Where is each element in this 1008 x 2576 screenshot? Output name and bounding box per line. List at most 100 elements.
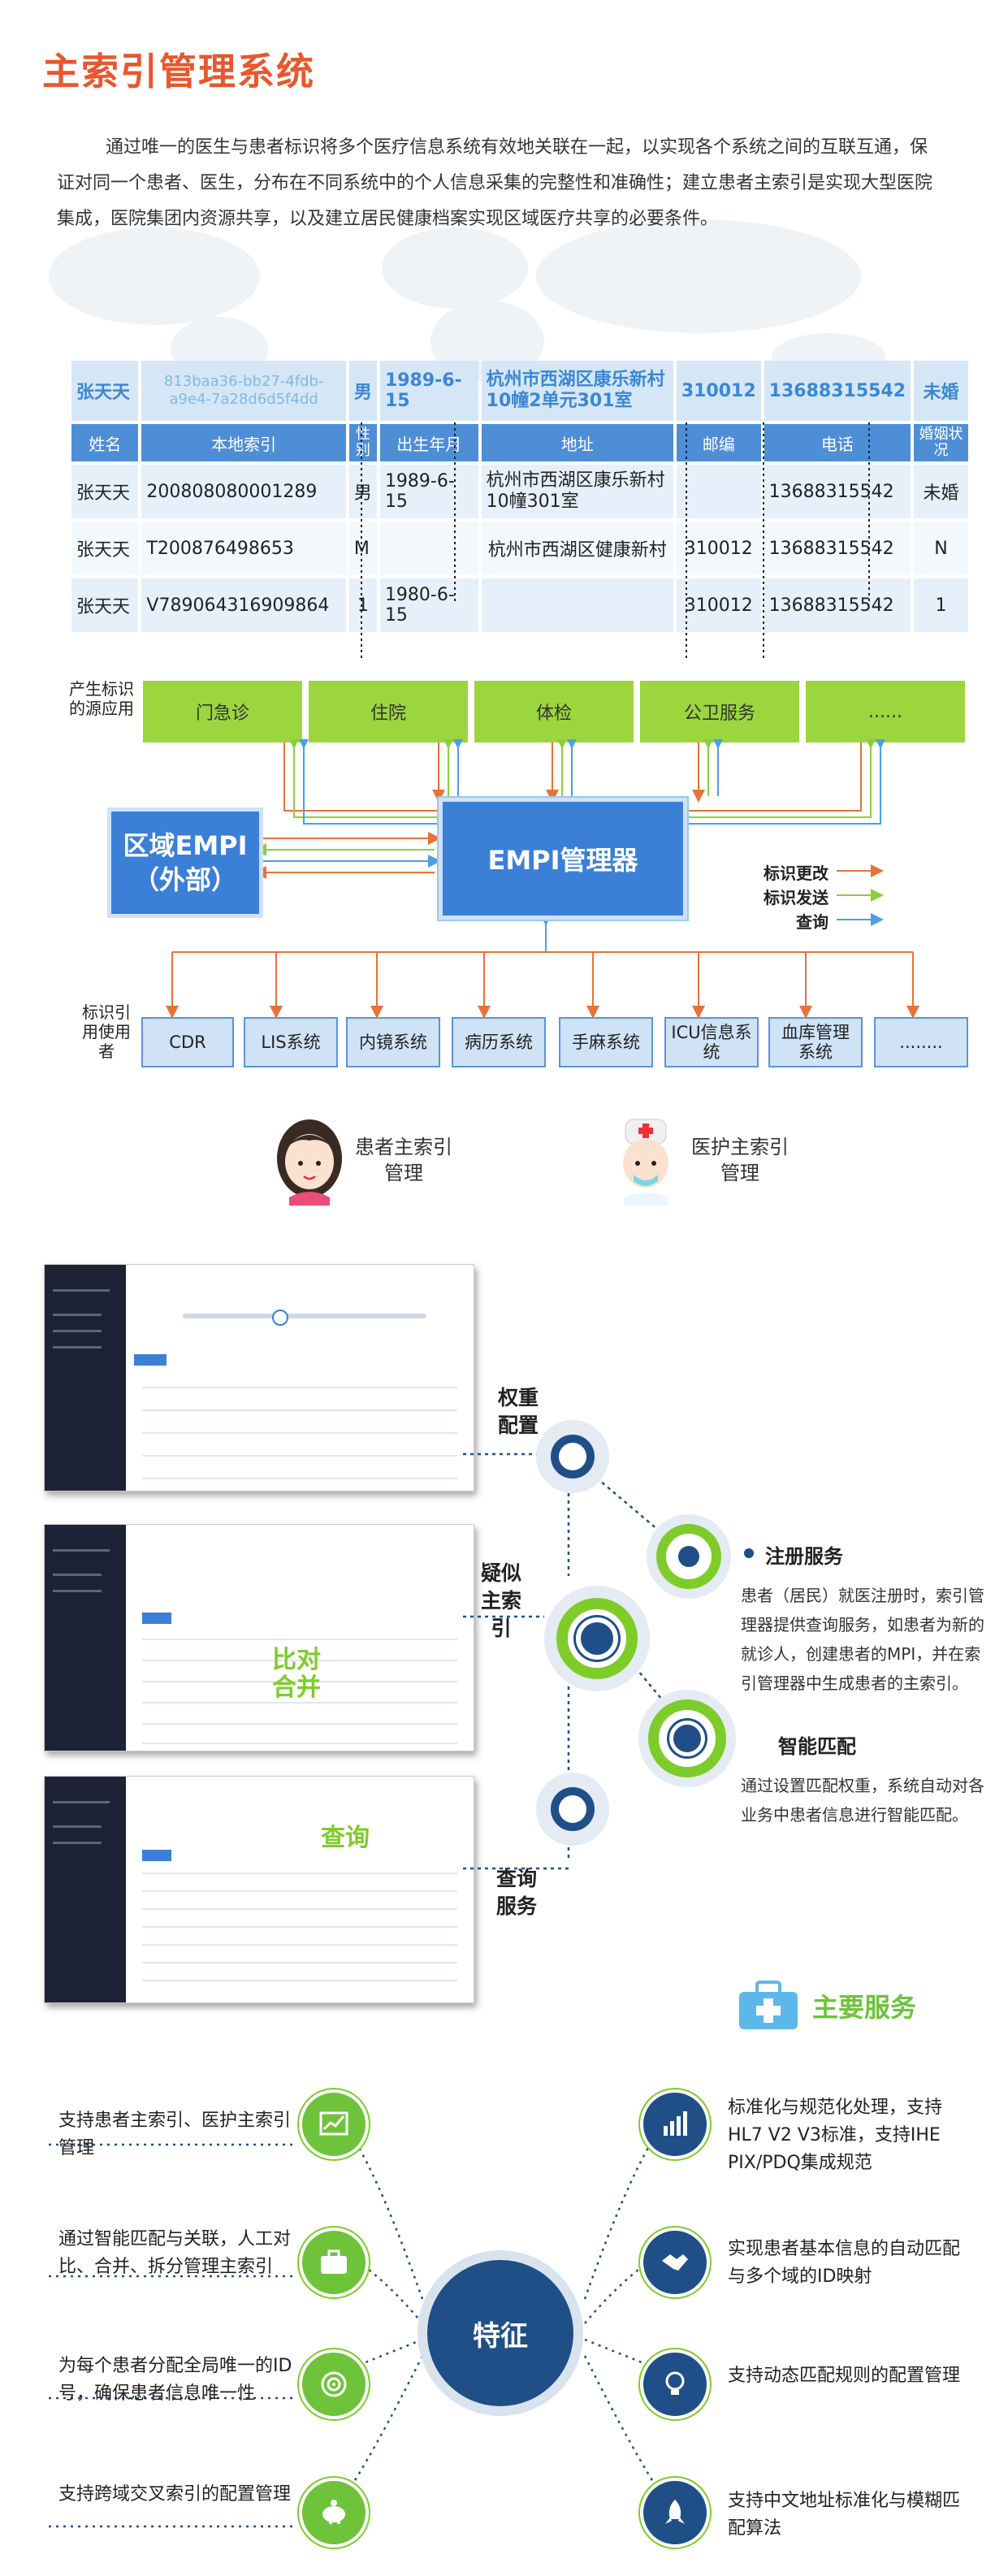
register-service-title: 注册服务 [765,1545,843,1568]
flow-arrows [166,739,919,1019]
external-empi-label: 区域EMPI（外部） [123,830,248,895]
node-circle [638,1690,736,1787]
table-cell: 杭州市西湖区健康新村 [481,522,673,575]
table-cell: T200876498653 [141,522,346,575]
source-label: ...... [868,701,902,722]
consumer-lis: LIS系统 [244,1017,338,1067]
weight-config-label: 权重配置 [497,1386,539,1437]
source-outpatient: 门急诊 [143,681,302,742]
node-circle [536,1420,609,1493]
doctor-avatar-icon [623,1119,668,1206]
table-cell [481,578,673,632]
column-header: 邮编 [676,424,761,461]
weight-config-screenshot [44,1264,474,1491]
consumer-name: 病历系统 [465,1033,533,1052]
table-row: 张天天 200808080001289 男 1989-6-15 杭州市西湖区康乐… [71,465,968,518]
doctor-index-label: 医护主索引管理 [691,1136,789,1184]
consumer-name: ........ [899,1033,943,1052]
query-screenshot: 查询 [44,1776,474,2003]
table-cell: 张天天 [71,465,139,518]
target-icon [299,2349,369,2419]
source-public-health: 公卫服务 [640,681,799,742]
table-header-row: 姓名 本地索引 性别 出生年月 地址 邮编 电话 婚姻状况 [71,424,968,461]
consumer-name: LIS系统 [261,1033,321,1052]
node-circle [544,1586,650,1691]
consumer-icu: ICU信息系统 [664,1017,759,1067]
table-cell: 813baa36-bb27-4fdb-a9e4-7a28d6d5f4dd [141,361,346,421]
node-circle [536,1773,609,1846]
query-service-label: 查询服务 [495,1867,537,1918]
table-cell: 13688315542 [764,465,911,518]
smart-match-title: 智能匹配 [778,1735,856,1758]
table-cell: 13688315542 [764,361,911,421]
query-overlay-label: 查询 [321,1824,370,1852]
table-cell: 1980-6-15 [379,578,478,632]
patient-avatar-icon [277,1119,342,1206]
features-center: 特征 [427,2260,573,2406]
table-cell: 杭州市西湖区康乐新村10幢301室 [481,465,673,518]
table-cell: 杭州市西湖区康乐新村10幢2单元301室 [481,361,673,421]
feature-left-1: 支持患者主索引、医护主索引管理 [58,2111,292,2158]
suspect-index-screenshot: 比对合并 [44,1524,474,1751]
table-row: 张天天 V789064316909864 1 1980-6-15 310012 … [71,578,968,632]
empi-manager-box: EMPI管理器 [439,798,687,920]
rocket-icon [640,2478,710,2548]
bar-chart-icon [640,2089,710,2159]
legend-change: 标识更改 [764,864,828,883]
table-cell: N [914,522,968,575]
intro-paragraph: 通过唯一的医生与患者标识将多个医疗信息系统有效地关联在一起，以实现各个系统之间的… [57,137,933,229]
column-header: 婚姻状况 [914,424,968,461]
consumer-name: 血库管理系统 [781,1023,850,1062]
source-apps-label: 产生标识的源应用 [69,679,134,718]
source-label: 门急诊 [195,704,249,724]
feature-left-3: 为每个患者分配全局唯一的ID号，确保患者信息唯一性 [58,2356,292,2404]
table-cell: 1989-6-15 [379,465,478,518]
source-more: ...... [806,681,965,742]
bullet-icon [744,1548,754,1558]
source-checkup: 体检 [474,681,634,742]
feature-right-4: 支持中文地址标准化与模糊匹配算法 [728,2491,961,2539]
table-cell: 13688315542 [764,578,911,632]
briefcase-icon [299,2227,369,2297]
consumer-name: ICU信息系统 [671,1023,752,1062]
column-header: 姓名 [71,424,139,461]
source-inpatient: 住院 [309,681,468,742]
handshake-icon [640,2227,710,2297]
node-circle [647,1514,731,1599]
table-cell: 310012 [676,522,761,575]
external-empi-box: 区域EMPI（外部） [107,807,263,918]
feature-right-2: 实现患者基本信息的自动匹配与多个域的ID映射 [728,2239,961,2287]
source-label: 住院 [370,704,406,724]
features-center-label: 特征 [473,2319,528,2353]
consumer-bloodbank: 血库管理系统 [768,1017,863,1067]
master-index-row: 张天天 813baa36-bb27-4fdb-a9e4-7a28d6d5f4dd… [71,361,968,421]
table-cell [379,522,478,575]
column-header: 电话 [764,424,911,461]
register-service-desc: 患者（居民）就医注册时，索引管理器提供查询服务，如患者为新的就诊人，创建患者的M… [741,1586,984,1693]
table-cell: 张天天 [71,578,139,632]
page-title: 主索引管理系统 [42,50,315,93]
column-header: 本地索引 [141,424,346,461]
consumer-records: 病历系统 [452,1017,546,1067]
piggy-bank-icon [299,2478,369,2548]
consumer-label: 标识引用使用者 [82,1002,131,1061]
mapping-lines [361,422,870,658]
index-table: 张天天 813baa36-bb27-4fdb-a9e4-7a28d6d5f4dd… [68,357,971,635]
consumer-anesthesia: 手麻系统 [559,1017,653,1067]
table-cell: 张天天 [71,522,139,575]
table-cell: 张天天 [71,361,139,421]
table-cell: 未婚 [914,361,968,421]
table-cell: 男 [348,361,377,421]
suspect-index-label: 疑似主索引 [480,1561,521,1640]
patient-index-label: 患者主索引管理 [355,1136,452,1184]
column-header: 地址 [481,424,673,461]
table-cell: M [348,522,377,575]
consumer-endoscopy: 内镜系统 [346,1017,440,1067]
legend-send: 标识发送 [764,888,828,907]
consumer-name: 手麻系统 [572,1033,640,1052]
column-header: 出生年月 [379,424,478,461]
table-cell: 310012 [676,361,761,421]
source-label: 公卫服务 [683,704,755,724]
chart-icon [299,2089,369,2159]
smart-match-desc: 通过设置匹配权重，系统自动对各业务中患者信息进行智能匹配。 [741,1776,984,1825]
